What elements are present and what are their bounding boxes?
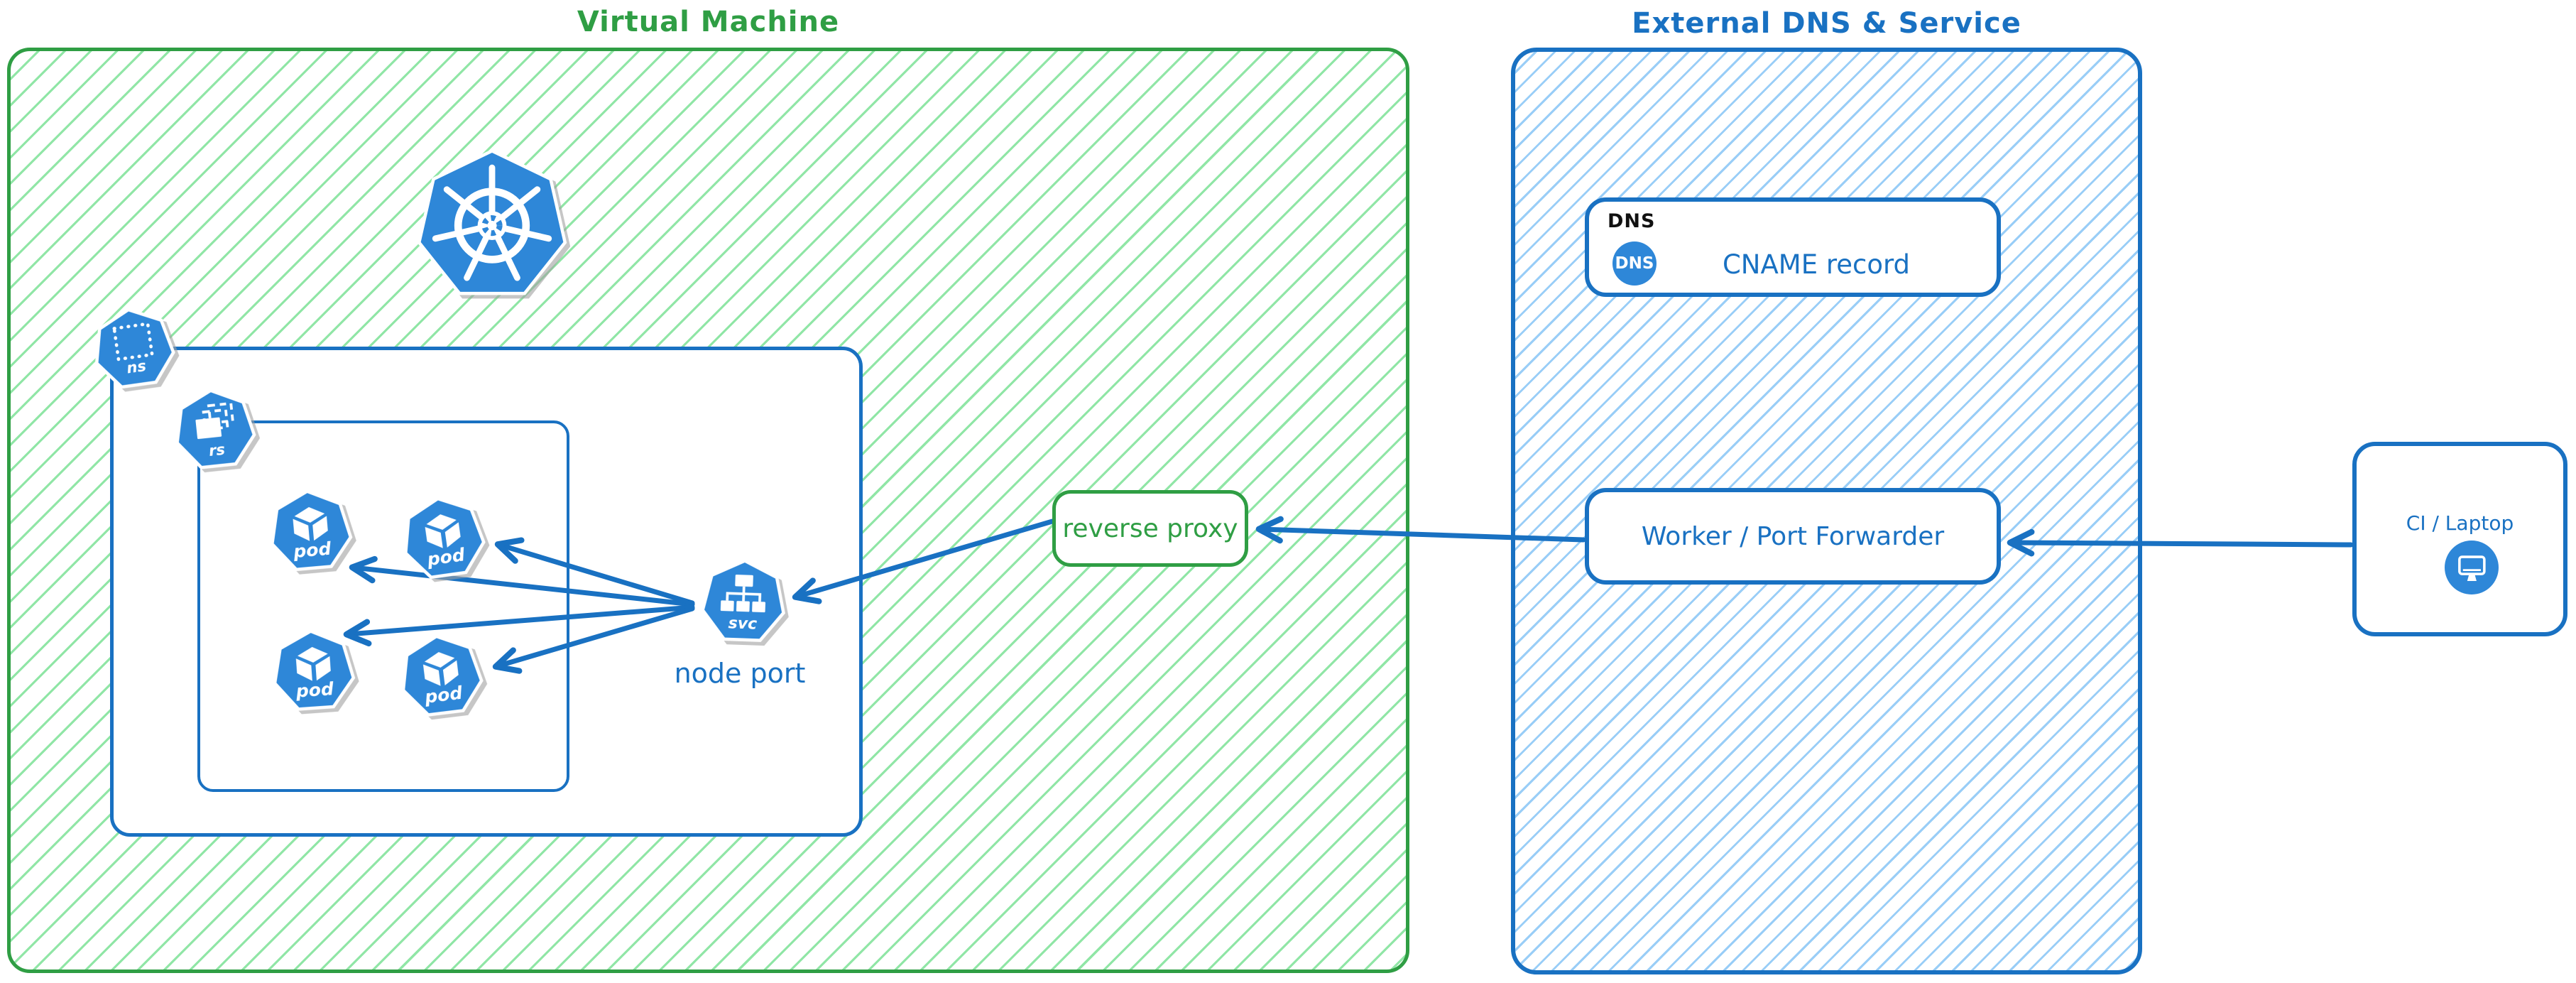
kubernetes-logo-icon xyxy=(415,149,569,303)
reverse-proxy-label: reverse proxy xyxy=(1062,514,1238,543)
cube-icon xyxy=(287,502,334,549)
cube-icon xyxy=(416,646,464,695)
pod-icon-label: pod xyxy=(293,538,332,562)
worker-box: Worker / Port Forwarder xyxy=(1585,488,2001,585)
reverse-proxy-box: reverse proxy xyxy=(1052,490,1248,567)
helm-wheel-icon xyxy=(432,165,552,281)
cube-icon xyxy=(290,642,336,688)
ci-label: CI / Laptop xyxy=(2406,511,2514,535)
external-group-title: External DNS & Service xyxy=(1632,7,2021,40)
replicaset-box xyxy=(197,420,569,792)
replicas-icon xyxy=(187,398,241,452)
vm-group-title: Virtual Machine xyxy=(577,6,840,38)
replicaset-icon-label: rs xyxy=(207,440,227,460)
pod-icon-4: pod xyxy=(394,629,489,724)
cname-record-label: CNAME record xyxy=(1722,249,1911,280)
pod-icon-label: pod xyxy=(295,678,334,702)
replicaset-icon: rs xyxy=(169,384,261,476)
dotted-square-icon xyxy=(107,317,160,371)
dns-box: DNS DNS CNAME record xyxy=(1585,197,2001,297)
service-tree-icon xyxy=(716,571,770,625)
pod-icon-label: pod xyxy=(425,544,466,570)
worker-label: Worker / Port Forwarder xyxy=(1641,521,1945,551)
monitor-icon xyxy=(2457,555,2486,581)
monitor-badge xyxy=(2445,541,2499,594)
dns-tag: DNS xyxy=(1608,210,1656,232)
pod-icon-3: pod xyxy=(268,626,359,717)
node-port-caption: node port xyxy=(674,658,806,689)
service-icon: svc xyxy=(699,558,788,647)
namespace-icon: ns xyxy=(87,302,180,396)
ci-box: CI / Laptop xyxy=(2352,442,2567,636)
service-icon-label: svc xyxy=(728,614,758,634)
cube-icon xyxy=(418,508,467,557)
pod-icon-2: pod xyxy=(395,491,491,586)
dns-badge: DNS xyxy=(1612,241,1657,286)
pod-icon-label: pod xyxy=(423,682,464,707)
pod-icon-1: pod xyxy=(265,486,356,577)
